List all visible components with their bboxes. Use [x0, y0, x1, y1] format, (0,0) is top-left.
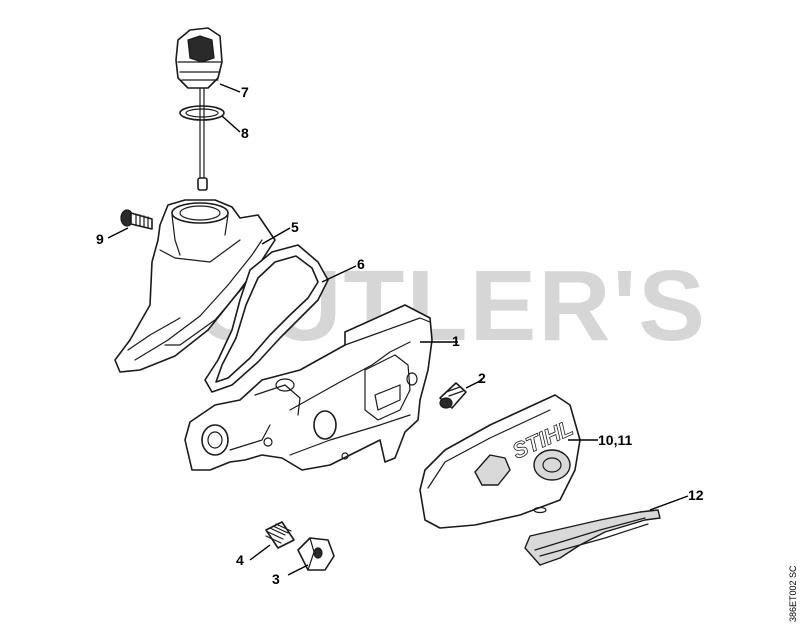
leader-lines — [107, 83, 689, 576]
callout-1: 1 — [452, 333, 460, 349]
pin-part-2[interactable] — [439, 382, 467, 409]
oil-tank-part-5[interactable] — [114, 199, 276, 373]
adjuster-part-4[interactable] — [265, 521, 295, 549]
oil-cap-part-7[interactable] — [175, 27, 223, 89]
callout-3: 3 — [272, 571, 280, 587]
leader-6 — [321, 265, 357, 283]
drawing-code: 386ET002 SC — [788, 565, 798, 622]
leader-7 — [219, 83, 241, 93]
callout-5: 5 — [291, 219, 299, 235]
callout-12: 12 — [688, 487, 704, 503]
callout-8: 8 — [241, 125, 249, 141]
callout-7: 7 — [241, 84, 249, 100]
leader-2 — [465, 379, 483, 389]
side-cover-part-10-11[interactable]: STIHL — [419, 394, 581, 529]
leader-3 — [287, 564, 309, 576]
nut-part-3[interactable] — [297, 537, 335, 571]
callout-10-11: 10,11 — [598, 432, 632, 448]
leader-9 — [107, 227, 129, 239]
callout-2: 2 — [478, 370, 486, 386]
o-ring-part-8[interactable] — [179, 87, 225, 191]
leader-4 — [249, 544, 271, 561]
gasket-part-6[interactable] — [204, 244, 329, 393]
screw-part-9[interactable] — [120, 209, 153, 230]
callout-9: 9 — [96, 231, 104, 247]
leader-5 — [261, 227, 291, 245]
callout-6: 6 — [357, 256, 365, 272]
leader-8 — [221, 115, 241, 133]
guard-plate-part-12[interactable] — [524, 509, 661, 566]
leader-12 — [649, 495, 689, 511]
callout-4: 4 — [236, 552, 244, 568]
housing-part-1[interactable] — [184, 304, 433, 471]
